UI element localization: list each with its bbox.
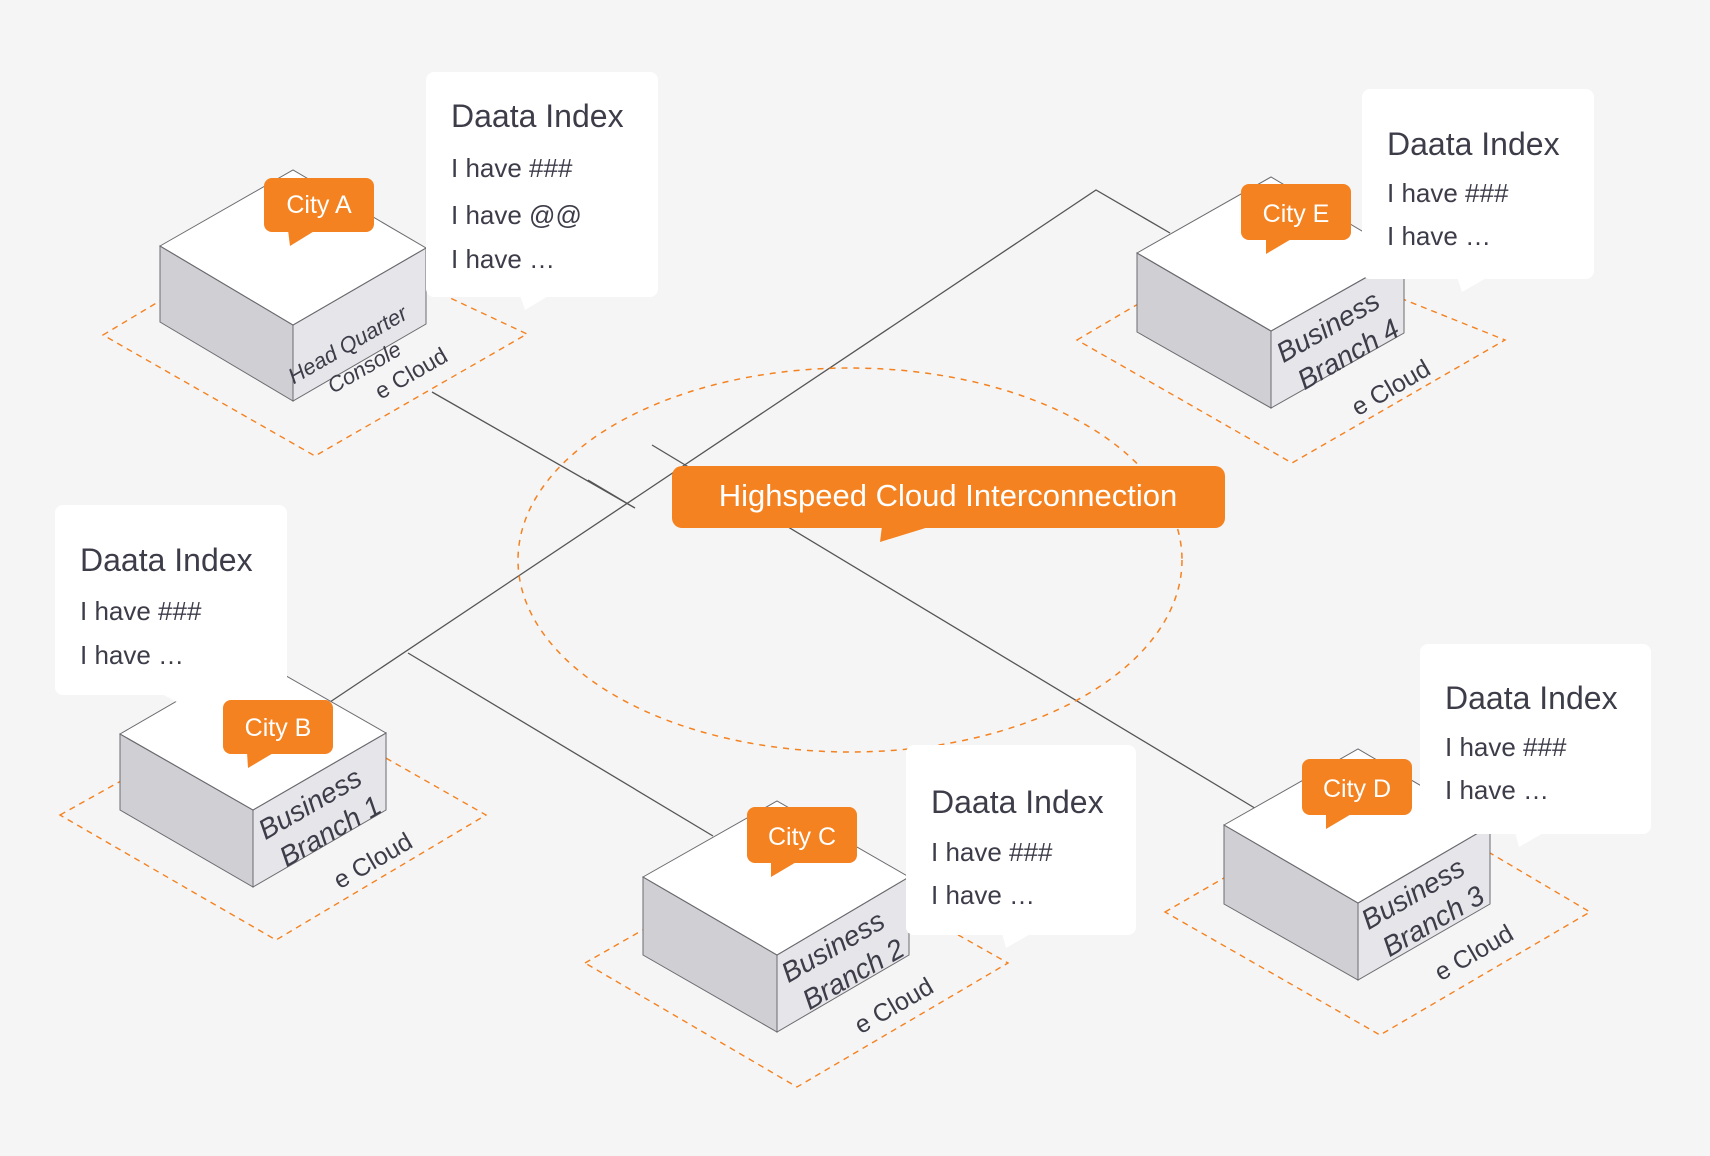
city-tag[interactable]: City A [264,178,374,246]
cloud-zone [58,694,488,941]
index-line: I have ### [1387,178,1509,208]
svg-text:City D: City D [1323,775,1391,803]
index-line: I have ### [80,596,202,626]
index-line: I have … [80,640,184,670]
index-title: Daata Index [80,542,253,578]
index-title: Daata Index [1387,126,1560,162]
svg-text:City E: City E [1263,200,1330,228]
city-tag[interactable]: City C [747,807,857,877]
svg-text:City A: City A [286,191,352,219]
node-hq: Head Quarter Console e Cloud City A Daat… [101,72,658,457]
node-branch1: Business Branch 1 e Cloud City B Daata I… [55,505,488,941]
node-branch2: Business Branch 2 e Cloud City C Daata I… [583,745,1136,1088]
server-cube [1135,176,1405,409]
node-branch4: Business Branch 4 e Cloud City E Daata I… [1075,89,1594,464]
index-title: Daata Index [931,784,1104,820]
data-index-bubble: Daata Index I have ### I have … [55,505,287,708]
city-tag[interactable]: City E [1241,184,1351,254]
index-line: I have … [1387,221,1491,251]
index-line: I have … [931,880,1035,910]
hub-label: Highspeed Cloud Interconnection [719,478,1177,513]
index-line: I have @@ [451,200,582,230]
index-title: Daata Index [1445,680,1618,716]
index-line: I have ### [451,153,573,183]
index-line: I have … [1445,775,1549,805]
data-index-bubble: Daata Index I have ### I have … [906,745,1136,948]
link-hq [431,391,636,509]
index-line: I have ### [931,837,1053,867]
hub-banner[interactable]: Highspeed Cloud Interconnection [672,466,1225,542]
svg-text:City B: City B [245,714,312,742]
hub-ellipse [517,367,1183,753]
city-tag[interactable]: City B [223,700,333,768]
data-index-bubble: Daata Index I have ### I have … [1362,89,1594,292]
index-line: I have … [451,244,555,274]
link-branch4-branch1 [329,189,1171,703]
node-branch3: Business Branch 3 e Cloud City D Daata I… [1163,644,1651,1036]
link-branch2 [407,652,714,837]
cloud-zone [583,842,1010,1088]
data-index-bubble: Daata Index I have ### I have @@ I have … [426,72,658,310]
data-index-bubble: Daata Index I have ### I have … [1420,644,1651,847]
index-title: Daata Index [451,98,624,134]
index-line: I have ### [1445,732,1567,762]
svg-text:City C: City C [768,823,836,851]
city-tag[interactable]: City D [1302,759,1412,829]
